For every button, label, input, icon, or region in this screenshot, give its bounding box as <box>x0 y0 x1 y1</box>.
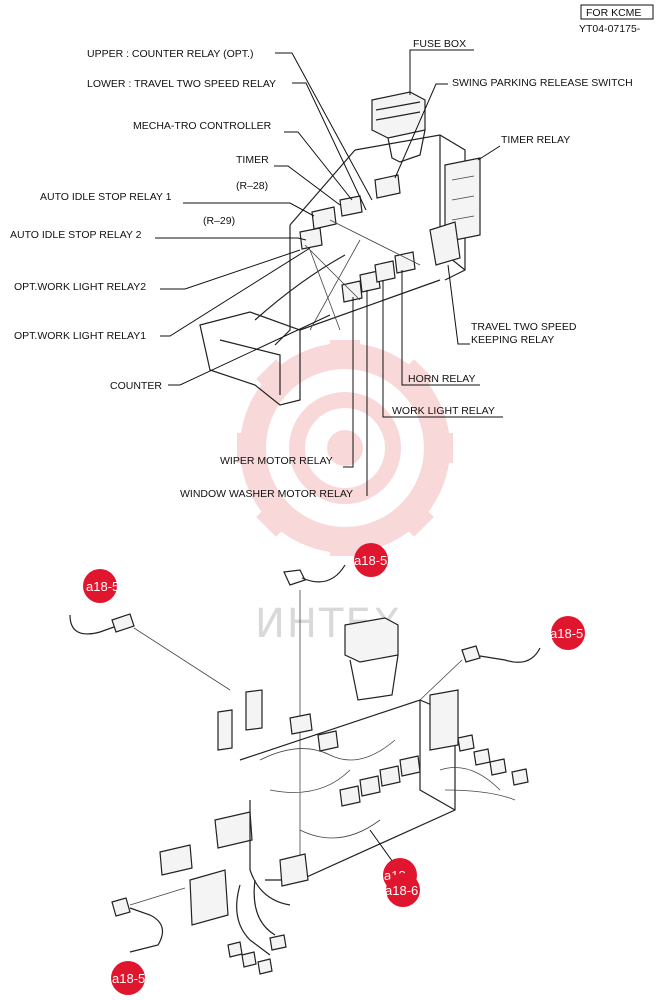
label-swing-parking-release-switch: SWING PARKING RELEASE SWITCH <box>452 77 633 89</box>
header-tag-box <box>580 4 654 20</box>
label-lower-travel-two-speed-relay: LOWER : TRAVEL TWO SPEED RELAY <box>87 78 276 90</box>
label-auto-idle-stop-relay-2: AUTO IDLE STOP RELAY 2 <box>10 229 142 241</box>
label-timer-relay: TIMER RELAY <box>501 134 570 146</box>
callout-4-text: a18-5 <box>112 971 145 986</box>
leader-lines <box>155 49 503 496</box>
callout-1-text: a18-5 <box>354 553 387 568</box>
label-work-light-relay: WORK LIGHT RELAY <box>392 405 495 417</box>
callout-1[interactable]: a18-5 <box>354 543 388 577</box>
label-opt-work-light-relay-2: OPT.WORK LIGHT RELAY2 <box>14 281 146 293</box>
callout-3[interactable]: a18-5 <box>550 616 585 650</box>
label-upper-counter-relay: UPPER : COUNTER RELAY (OPT.) <box>87 48 253 60</box>
callout-2[interactable]: a18-5 <box>83 569 119 603</box>
label-window-washer-motor-relay: WINDOW WASHER MOTOR RELAY <box>180 488 353 500</box>
watermark-gear-icon <box>237 340 453 556</box>
upper-assembly <box>199 91 481 406</box>
label-mecha-tro-controller: MECHA-TRO CONTROLLER <box>133 120 272 132</box>
label-wiper-motor-relay: WIPER MOTOR RELAY <box>220 455 333 467</box>
callout-3-text: a18-5 <box>550 626 583 641</box>
header-tag: FOR KCME <box>586 7 641 19</box>
callout-4[interactable]: a18-5 <box>111 961 145 995</box>
label-keeping-relay: KEEPING RELAY <box>471 334 554 346</box>
callout-2-text: a18-5 <box>86 579 119 594</box>
label-fuse-box: FUSE BOX <box>413 38 466 50</box>
label-r29: (R–29) <box>203 215 235 227</box>
header-code: YT04-07175- <box>579 23 641 35</box>
label-auto-idle-stop-relay-1: AUTO IDLE STOP RELAY 1 <box>40 191 172 203</box>
label-timer: TIMER <box>236 154 269 166</box>
label-r28: (R–28) <box>236 180 268 192</box>
label-travel-two-speed: TRAVEL TWO SPEED <box>471 321 577 333</box>
label-counter: COUNTER <box>110 380 162 392</box>
lower-assembly <box>69 564 541 975</box>
label-opt-work-light-relay-1: OPT.WORK LIGHT RELAY1 <box>14 330 146 342</box>
callout-6[interactable]: a18-6 <box>385 873 420 907</box>
label-horn-relay: HORN RELAY <box>408 373 476 385</box>
callout-6-text: a18-6 <box>385 883 418 898</box>
